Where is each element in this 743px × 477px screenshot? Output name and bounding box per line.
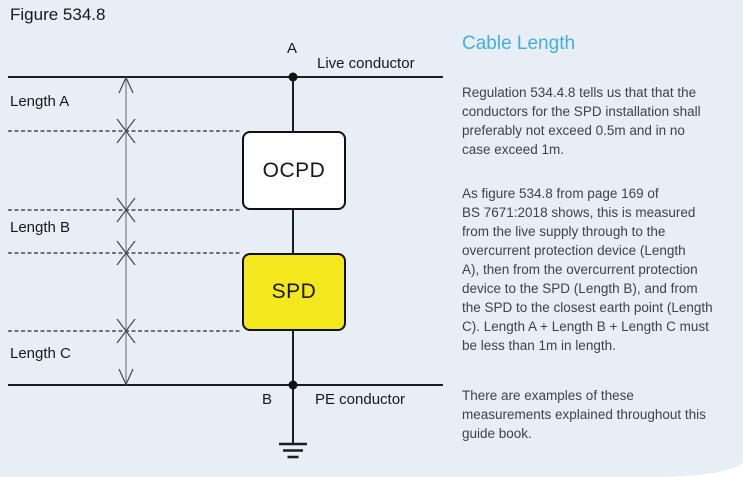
- article-paragraph-regulation: Regulation 534.4.8 tells us that that th…: [462, 85, 701, 157]
- dimension-arrowheads: [116, 76, 136, 386]
- figure-title: Figure 534.8: [10, 5, 106, 24]
- point-a-label: A: [286, 40, 297, 57]
- spd-label: SPD: [271, 280, 317, 303]
- article-paragraph-measurement: As figure 534.8 from page 169 of BS 7671…: [462, 186, 713, 353]
- dashed-reference-lines: [8, 130, 242, 332]
- length-b-label: Length B: [10, 219, 71, 236]
- article-heading: Cable Length: [462, 33, 576, 54]
- earth-ground-icon: [279, 442, 307, 459]
- article-paragraph-examples: There are examples of these measurements…: [462, 388, 706, 441]
- length-a-label: Length A: [10, 93, 70, 110]
- ocpd-box: OCPD: [242, 131, 346, 210]
- spd-box: SPD: [242, 253, 346, 331]
- length-c-label: Length C: [10, 345, 71, 362]
- ocpd-label: OCPD: [262, 158, 326, 182]
- node-a-dot: [288, 72, 298, 82]
- article-column: Cable Length Regulation 534.4.8 tells us…: [462, 33, 740, 443]
- live-conductor-label: Live conductor: [317, 55, 415, 72]
- pe-conductor-label: PE conductor: [315, 391, 406, 408]
- point-b-label: B: [261, 391, 272, 408]
- node-b-dot: [288, 380, 298, 390]
